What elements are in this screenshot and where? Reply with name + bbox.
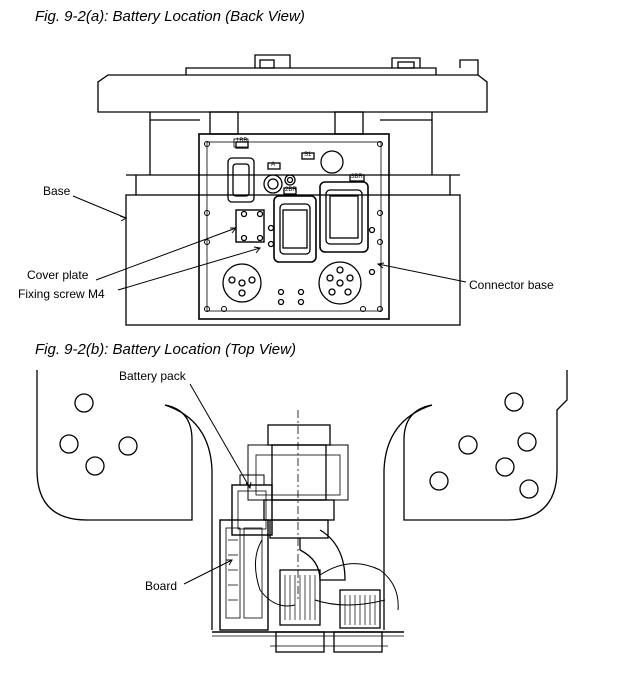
elbow-pipe	[299, 529, 346, 581]
plate-screws	[204, 141, 383, 312]
connector-2br	[273, 195, 317, 263]
connector-base-plate	[198, 133, 390, 320]
figure-a-caption: Fig. 9-2(a): Battery Location (Back View…	[35, 8, 305, 25]
figure-b-caption: Fig. 9-2(b): Battery Location (Top View)	[35, 341, 296, 358]
label-cover-plate: Cover plate	[27, 268, 89, 282]
label-connector-base: Connector base	[469, 278, 554, 292]
tag-s1: S1	[304, 152, 312, 158]
tag-a: A	[271, 162, 276, 168]
fin-block-right	[339, 589, 381, 629]
label-board: Board	[145, 579, 178, 593]
round-connector-left	[222, 263, 262, 303]
cover-plate	[235, 209, 265, 243]
label-fixing-screw: Fixing screw M4	[18, 287, 105, 301]
board	[219, 519, 269, 631]
tag-2br: 2BR	[285, 187, 297, 193]
fin-block-left	[279, 569, 321, 626]
base-block	[125, 194, 461, 326]
tag-1br: 1BR	[236, 138, 248, 144]
connector-3br	[319, 181, 369, 253]
connector-1br	[227, 157, 255, 203]
bottom-connector-right	[333, 631, 383, 653]
right-arm	[403, 370, 568, 521]
bottom-connector-left	[275, 631, 325, 653]
tag-3br: 3BR	[351, 174, 363, 180]
battery-pack	[231, 484, 273, 536]
label-base: Base	[43, 184, 71, 198]
s1-port	[320, 150, 344, 174]
round-connector-right	[318, 261, 362, 305]
label-battery-pack: Battery pack	[119, 369, 186, 383]
